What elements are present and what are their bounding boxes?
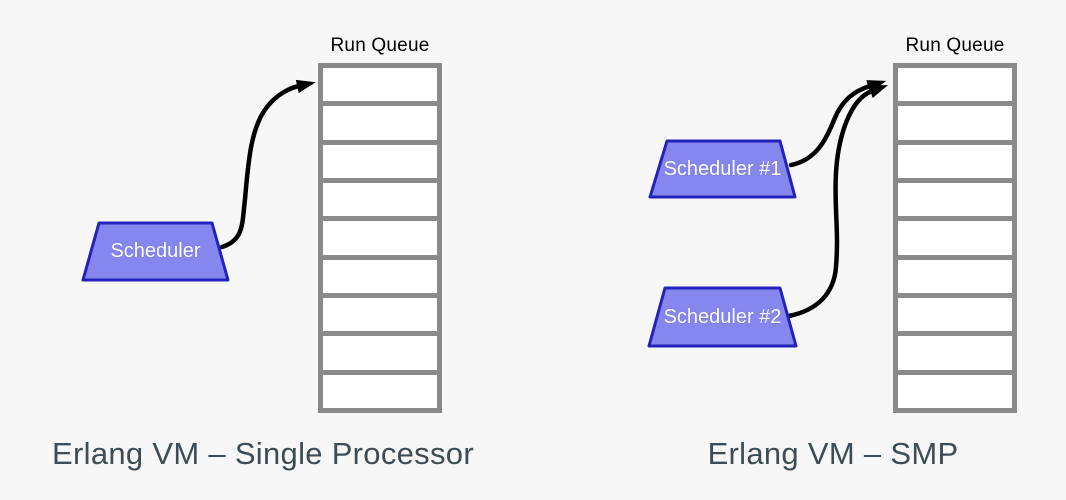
- queue-cell: [898, 297, 1012, 332]
- queue-cell: [323, 297, 437, 332]
- queue-cell: [323, 182, 437, 217]
- queue-cell: [898, 374, 1012, 408]
- run-queue-label-right: Run Queue: [905, 35, 1005, 56]
- arrow-scheduler1-to-queue: [788, 80, 887, 168]
- arrow-scheduler-to-queue: [219, 79, 316, 250]
- caption-single-processor: Erlang VM – Single Processor: [52, 436, 474, 471]
- run-queue-label-left: Run Queue: [330, 35, 430, 56]
- queue-cell: [898, 144, 1012, 178]
- queue-cell: [323, 336, 437, 370]
- run-queue-left: [318, 63, 442, 413]
- queue-cell: [898, 68, 1012, 102]
- queue-cell: [898, 336, 1012, 370]
- queue-cell: [898, 182, 1012, 217]
- scheduler2-label: Scheduler #2: [663, 305, 782, 328]
- scheduler-label: Scheduler: [110, 240, 201, 262]
- queue-cell: [898, 221, 1012, 255]
- arrow-scheduler2-to-queue: [786, 85, 889, 319]
- queue-cell: [323, 106, 437, 140]
- queue-cell: [323, 221, 437, 255]
- caption-smp: Erlang VM – SMP: [707, 436, 959, 471]
- run-queue-right: [893, 63, 1017, 413]
- queue-cell: [898, 259, 1012, 293]
- queue-cell: [898, 106, 1012, 140]
- queue-cell: [323, 374, 437, 408]
- scheduler1-label: Scheduler #1: [663, 157, 782, 180]
- queue-cell: [323, 144, 437, 178]
- queue-cell: [323, 68, 437, 102]
- queue-cell: [323, 259, 437, 293]
